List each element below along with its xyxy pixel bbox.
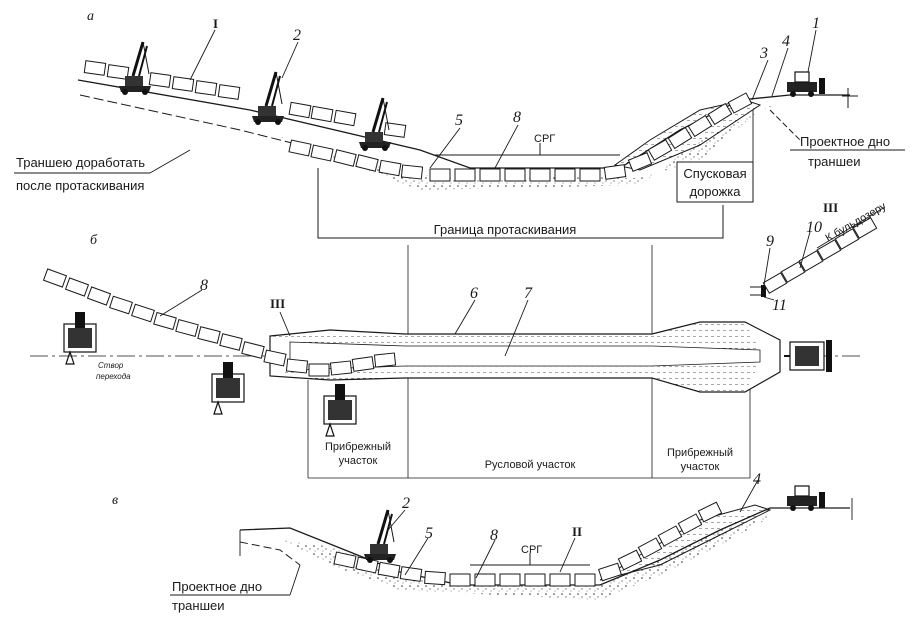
detail-III: III К бульдозеру 9 10 11	[750, 200, 889, 314]
marker-III-b: III	[270, 296, 285, 311]
to-bulldozer-underline	[816, 206, 886, 249]
leader-2-c	[387, 509, 406, 531]
pull-boundary-bracket	[317, 168, 724, 239]
design-bottom-leader-c	[289, 564, 301, 596]
design-bottom-leader-a	[769, 109, 801, 141]
marker-2-a: 2	[293, 27, 301, 44]
design-bottom-line1-c: Проектное дно	[172, 579, 262, 594]
bulldozer-a	[786, 71, 826, 98]
leader-8-b	[159, 289, 203, 317]
leader-1-a	[807, 29, 817, 73]
pipe-string-upper-a	[83, 60, 407, 138]
detail-cap	[761, 285, 766, 297]
leader-6-b	[454, 299, 476, 335]
panel-b: б	[30, 200, 889, 479]
trench-slope-bottom-b	[270, 362, 760, 392]
panel-b-label: б	[90, 233, 98, 248]
design-bottom-line2-a: траншеи	[808, 154, 861, 169]
marker-10: 10	[806, 219, 822, 236]
marker-8-c: 8	[490, 527, 498, 544]
bulldozer-b	[784, 340, 832, 372]
leader-I-a	[189, 29, 216, 81]
design-line-c	[239, 541, 301, 566]
pipelayer-crane-b3	[323, 383, 357, 437]
launch-track-line1: Спусковая	[683, 166, 746, 181]
design-bottom-line1-a: Проектное дно	[800, 134, 890, 149]
bulldozer-c	[786, 485, 826, 512]
pipelayer-crane-b2	[211, 361, 245, 415]
trench-slope-top-b	[270, 322, 760, 350]
panel-a-label: а	[87, 9, 94, 24]
marker-11: 11	[772, 297, 787, 314]
marker-III-detail: III	[823, 200, 838, 215]
leader-III-b	[279, 311, 291, 337]
leader-4-c	[739, 479, 759, 513]
channel-section-label: Русловой участок	[485, 459, 576, 471]
marker-9: 9	[766, 233, 774, 250]
shore-section-left-line2: участок	[339, 455, 378, 467]
marker-II-c: II	[572, 524, 582, 539]
leader-4-a	[771, 47, 789, 97]
leader-5-c	[404, 537, 429, 576]
trench-finish-leader	[149, 149, 191, 174]
launch-track-box	[676, 161, 754, 203]
panel-c: в СРГ	[112, 471, 853, 613]
leader-2-a	[281, 41, 299, 79]
leader-8-c	[475, 539, 496, 579]
trench-design-line-a	[79, 94, 301, 146]
marker-4-a: 4	[782, 33, 790, 50]
trench-finish-line1: Траншею доработать	[16, 155, 145, 170]
shore-section-right-line1: Прибрежный	[667, 447, 733, 459]
marker-I-a: I	[213, 16, 218, 31]
panel-c-label: в	[112, 493, 118, 508]
marker-3-a: 3	[759, 45, 768, 62]
leader-7-b	[504, 299, 529, 357]
design-bottom-line2-c: траншеи	[172, 598, 225, 613]
leader-3-a	[751, 59, 769, 101]
leader-8-a	[494, 124, 519, 169]
marker-2-c: 2	[402, 495, 410, 512]
srg-label-c: СРГ	[521, 544, 542, 556]
leader-II-c	[559, 537, 576, 573]
leader-5-a	[429, 127, 461, 169]
crossing-line1: Створ	[98, 361, 124, 370]
leader-9	[763, 247, 771, 286]
leader-10	[799, 231, 811, 269]
marker-7-b: 7	[524, 285, 533, 302]
launch-track-line2: дорожка	[689, 184, 741, 199]
marker-8-b: 8	[200, 277, 208, 294]
marker-4-c: 4	[753, 471, 761, 488]
marker-5-c: 5	[425, 525, 433, 542]
srg-label-a: СРГ	[534, 133, 555, 145]
marker-8-a: 8	[513, 109, 521, 126]
pipelayer-crane-c	[362, 508, 398, 565]
shore-section-right-line2: участок	[681, 461, 720, 473]
crossing-line2: перехода	[96, 372, 131, 381]
marker-1-a: 1	[812, 15, 820, 32]
pull-boundary-label: Граница протаскивания	[434, 222, 577, 237]
shore-section-left-line1: Прибрежный	[325, 441, 391, 453]
panel-a: а	[14, 9, 905, 239]
trench-finish-line2: после протаскивания	[16, 178, 144, 193]
leader-11	[763, 296, 775, 301]
pipelayer-crane-a2	[250, 70, 286, 127]
marker-5-a: 5	[455, 112, 463, 129]
marker-6-b: 6	[470, 285, 478, 302]
